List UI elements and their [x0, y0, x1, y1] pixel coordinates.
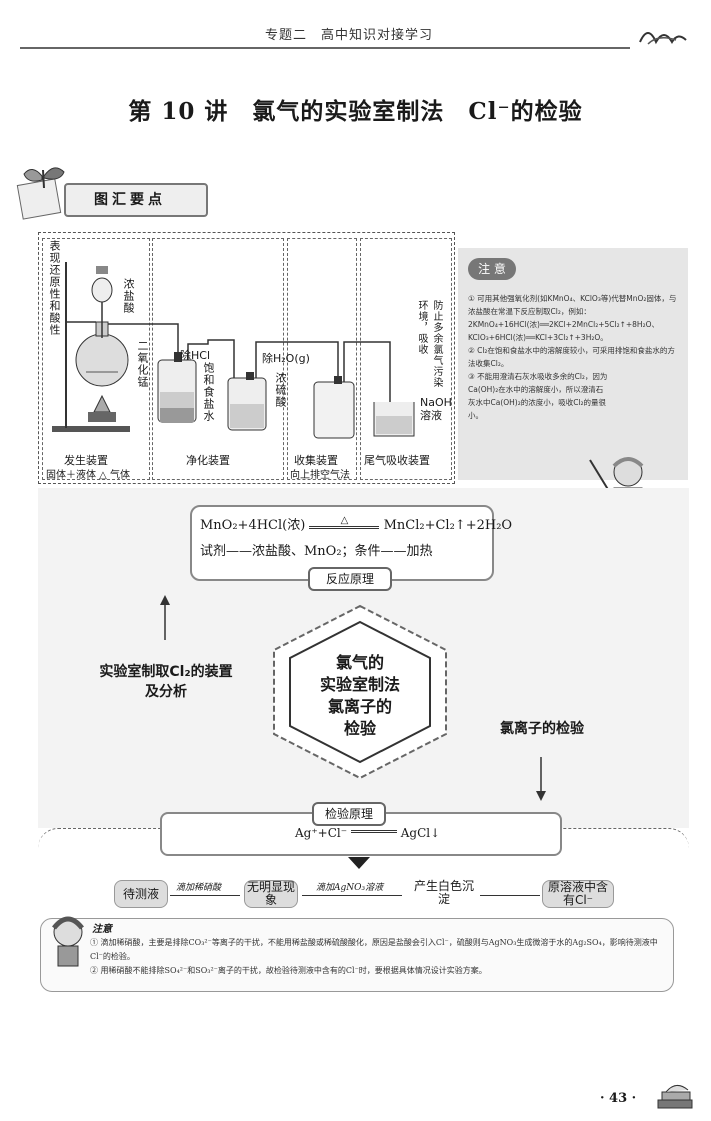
note-item: ① 可用其他强氧化剂(如KMnO₄、KClO₃等)代替MnO₂固体，与浓盐酸在常… — [468, 294, 677, 342]
section-tab-label: 图汇要点 — [94, 192, 166, 208]
eq-sign — [350, 830, 397, 833]
purify-label: 净化装置 — [186, 454, 230, 467]
warning-item: ② 用稀硝酸不能排除SO₄²⁻和SO₃²⁻离子的干扰，故检验待测液中含有的Cl⁻… — [90, 966, 487, 975]
notes-panel — [458, 248, 688, 480]
collector-frame — [287, 238, 357, 480]
notes-head: 注 意 — [468, 258, 516, 280]
reaction-cond-line: 试剂——浓盐酸、MnO₂；条件——加热 — [200, 544, 433, 559]
note-item: ③ 不能用澄清石灰水吸收多余的Cl₂，因为Ca(OH)₂在水中的溶解度小，所以澄… — [468, 372, 608, 420]
note-item: ② Cl₂在饱和食盐水中的溶解度较小，可采用排饱和食盐水的方法收集Cl₂。 — [468, 346, 675, 368]
left-label: 实验室制取Cl₂的装置及分析 — [99, 664, 233, 700]
girl-icon — [52, 916, 84, 967]
purifier-frame — [152, 238, 284, 480]
step-sample: 待测液 — [114, 880, 168, 908]
step-white-ppt: 产生白色沉淀 — [414, 879, 475, 906]
naoh-label: NaOH溶液 — [420, 396, 452, 422]
center-title: 氯气的 实验室制法 氯离子的 检验 — [290, 652, 430, 740]
center-line: 氯气的 — [335, 653, 384, 672]
reaction-label: 反应原理 — [308, 567, 392, 591]
test-label: 检验原理 — [312, 802, 386, 826]
conc-hcl-label: 浓盐酸 — [122, 278, 135, 314]
warning-body: ① 滴加稀硝酸，主要是排除CO₃²⁻等离子的干扰，不能用稀盐酸或稀硫酸酸化，原因… — [90, 936, 660, 978]
triangle-down-icon — [348, 857, 370, 869]
mno2-label: 二氧化锰 — [136, 340, 149, 388]
collect-sub-label: 向上排空气法 — [290, 470, 350, 481]
warning-box — [40, 918, 674, 992]
prevent-pollution-label: 防止多余氯气污染环境，吸收 — [416, 300, 442, 388]
sat-nacl-label: 饱和食盐水 — [202, 362, 215, 422]
page-title: 第 10 讲 氯气的实验室制法 Cl⁻的检验 — [128, 98, 583, 125]
butterfly-notebook-icon — [16, 167, 65, 220]
step-arrow-label: 滴加AgNO₃溶液 — [316, 883, 384, 893]
eq1-cond: △ — [309, 515, 380, 529]
step-arrow-label: 滴加稀硝酸 — [176, 883, 222, 893]
eq1-right: MnCl₂+Cl₂↑+2H₂O — [383, 518, 513, 533]
apparatus-frame — [38, 232, 455, 484]
section-tab: 图汇要点 — [64, 183, 208, 217]
conc-h2so4-label: 浓硫酸 — [274, 372, 287, 408]
page-number: · 43 · — [600, 1091, 637, 1106]
up-arrow-icon — [160, 595, 170, 640]
warning-item: ① 滴加稀硝酸，主要是排除CO₃²⁻等离子的干扰，不能用稀盐酸或稀硫酸酸化，原因… — [90, 938, 658, 961]
test-eq-right: AgCl↓ — [400, 826, 441, 840]
test-eq-left: Ag⁺+Cl⁻ — [295, 826, 348, 840]
eq1-left: MnO₂+4HCl(浓) — [200, 518, 306, 533]
header-text: 专题二 高中知识对接学习 — [265, 28, 434, 43]
generator-frame — [42, 238, 150, 480]
down-arrow-icon — [536, 757, 546, 801]
reaction-eq: MnO₂+4HCl(浓) △ MnCl₂+Cl₂↑+2H₂O — [200, 514, 512, 535]
apparatus-drawing — [52, 262, 415, 439]
remove-hcl-label: 除HCl — [180, 349, 211, 362]
center-line: 检验 — [343, 719, 376, 738]
center-line: 氯离子的 — [327, 697, 392, 716]
remove-h2o-label: 除H₂O(g) — [262, 352, 310, 365]
header-decoration — [20, 32, 687, 49]
center-hexagon — [273, 604, 447, 780]
test-eq: Ag⁺+Cl⁻ AgCl↓ — [295, 826, 440, 840]
arrow-line — [170, 895, 240, 896]
tail-label: 尾气吸收装置 — [364, 454, 430, 467]
arrow-line — [480, 895, 540, 896]
books-icon — [657, 1085, 693, 1109]
warning-head: 注意 — [92, 924, 112, 935]
gen-sub-label: 固体＋液体 △ 气体 — [46, 470, 131, 481]
right-label: 氯离子的检验 — [500, 721, 584, 737]
gen-label: 发生装置 — [64, 454, 108, 467]
step-no-change: 无明显现象 — [244, 880, 298, 908]
center-line: 实验室制法 — [319, 675, 400, 694]
arrow-line — [302, 895, 402, 896]
collect-label: 收集装置 — [294, 454, 338, 467]
tail-absorber-frame — [360, 238, 452, 480]
step-conclusion: 原溶液中含有Cl⁻ — [542, 880, 614, 908]
left-vertical-label: 表现还原性和酸性 — [48, 240, 61, 336]
notes-body: ① 可用其他强氧化剂(如KMnO₄、KClO₃等)代替MnO₂固体，与浓盐酸在常… — [468, 292, 678, 422]
